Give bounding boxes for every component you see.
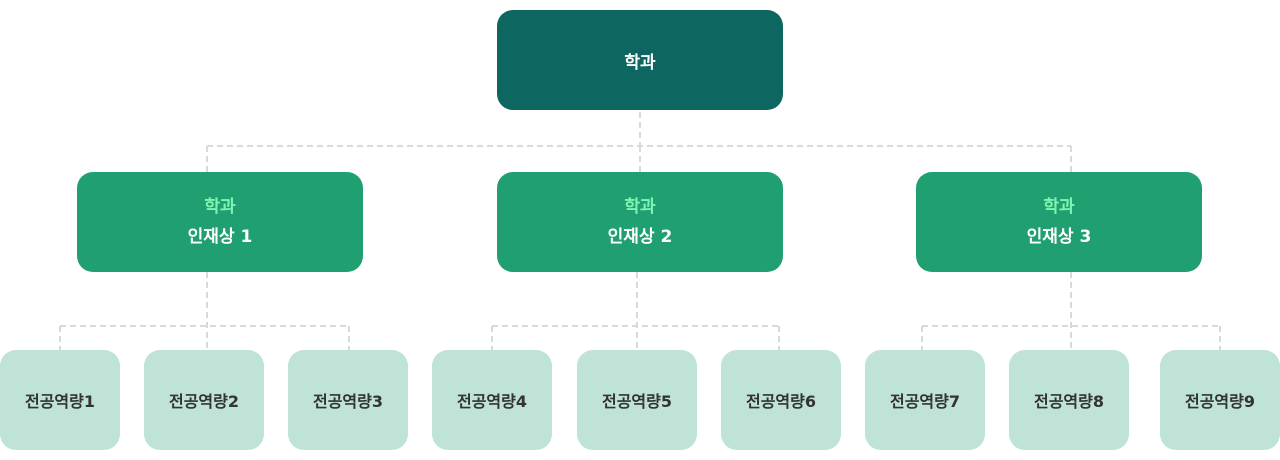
competency-node-1: 전공역량1 — [0, 350, 120, 450]
competency-node-7-label: 전공역량7 — [889, 392, 960, 411]
competency-node-4: 전공역량4 — [432, 350, 552, 450]
competency-node-9-label: 전공역량9 — [1184, 392, 1255, 411]
competency-node-3-label: 전공역량3 — [312, 392, 383, 411]
competency-node-5-label: 전공역량5 — [601, 392, 672, 411]
competency-node-9: 전공역량9 — [1160, 350, 1280, 450]
talent-node-3: 학과 인재상 3 — [916, 172, 1202, 272]
competency-node-6: 전공역량6 — [721, 350, 841, 450]
talent-node-3-label: 인재상 3 — [1026, 227, 1092, 247]
talent-node-2-label: 인재상 2 — [607, 227, 673, 247]
competency-node-1-label: 전공역량1 — [24, 392, 95, 411]
competency-node-4-label: 전공역량4 — [456, 392, 527, 411]
competency-node-2: 전공역량2 — [144, 350, 264, 450]
competency-node-6-label: 전공역량6 — [745, 392, 816, 411]
talent-node-2-prefix: 학과 — [624, 197, 656, 217]
root-node-department: 학과 — [497, 10, 783, 110]
talent-node-2: 학과 인재상 2 — [497, 172, 783, 272]
competency-node-8: 전공역량8 — [1009, 350, 1129, 450]
talent-node-1-prefix: 학과 — [204, 197, 236, 217]
competency-node-5: 전공역량5 — [577, 350, 697, 450]
talent-node-1: 학과 인재상 1 — [77, 172, 363, 272]
competency-node-8-label: 전공역량8 — [1033, 392, 1104, 411]
talent-node-3-prefix: 학과 — [1043, 197, 1075, 217]
competency-node-7: 전공역량7 — [865, 350, 985, 450]
competency-node-3: 전공역량3 — [288, 350, 408, 450]
root-node-label: 학과 — [624, 52, 656, 73]
talent-node-1-label: 인재상 1 — [187, 227, 253, 247]
competency-node-2-label: 전공역량2 — [168, 392, 239, 411]
